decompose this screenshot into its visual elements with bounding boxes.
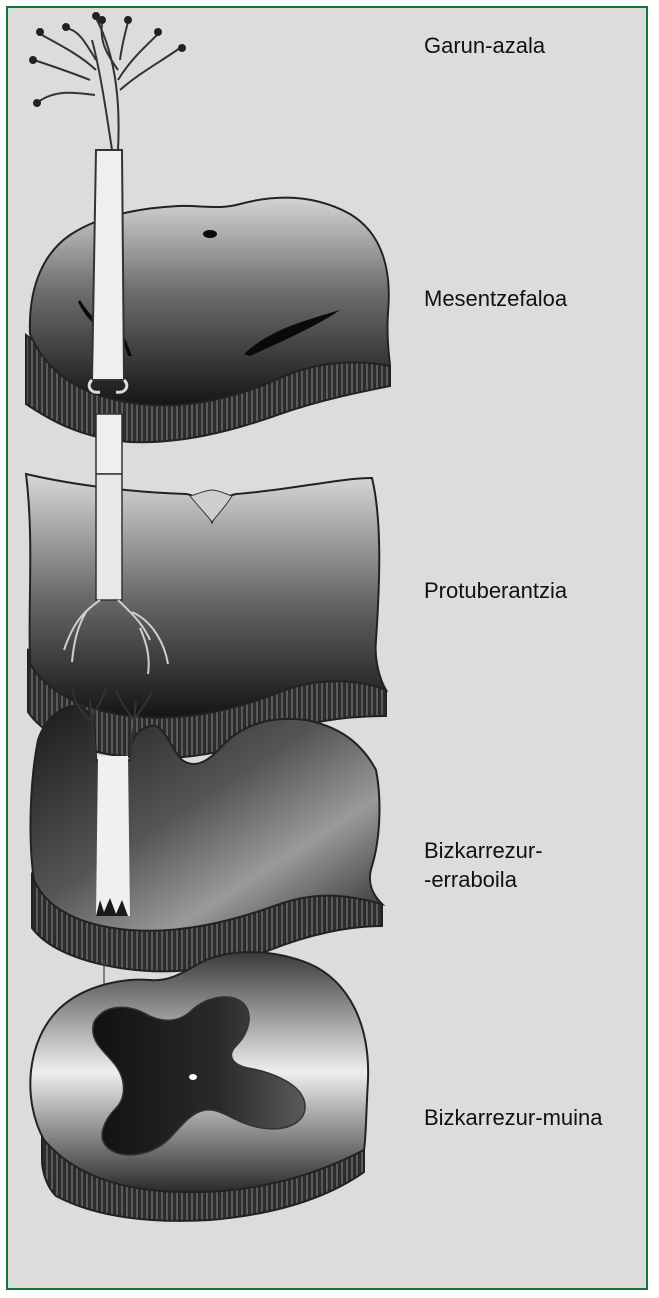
label-midbrain: Mesentzefaloa bbox=[424, 285, 567, 312]
cortex-fibres bbox=[34, 18, 180, 150]
label-cortex: Garun-azala bbox=[424, 32, 545, 59]
label-medulla-line1: Bizkarrezur- bbox=[424, 837, 543, 864]
label-pons: Protuberantzia bbox=[424, 577, 567, 604]
label-medulla-line2: -erraboila bbox=[424, 866, 517, 893]
midbrain-section bbox=[26, 198, 390, 443]
tract-connector-1 bbox=[96, 414, 122, 474]
pyramidal-tract-upper bbox=[89, 150, 127, 392]
spinal-cord-section bbox=[30, 952, 368, 1221]
label-spinal-cord: Bizkarrezur-muina bbox=[424, 1104, 603, 1131]
central-canal bbox=[189, 1074, 197, 1080]
